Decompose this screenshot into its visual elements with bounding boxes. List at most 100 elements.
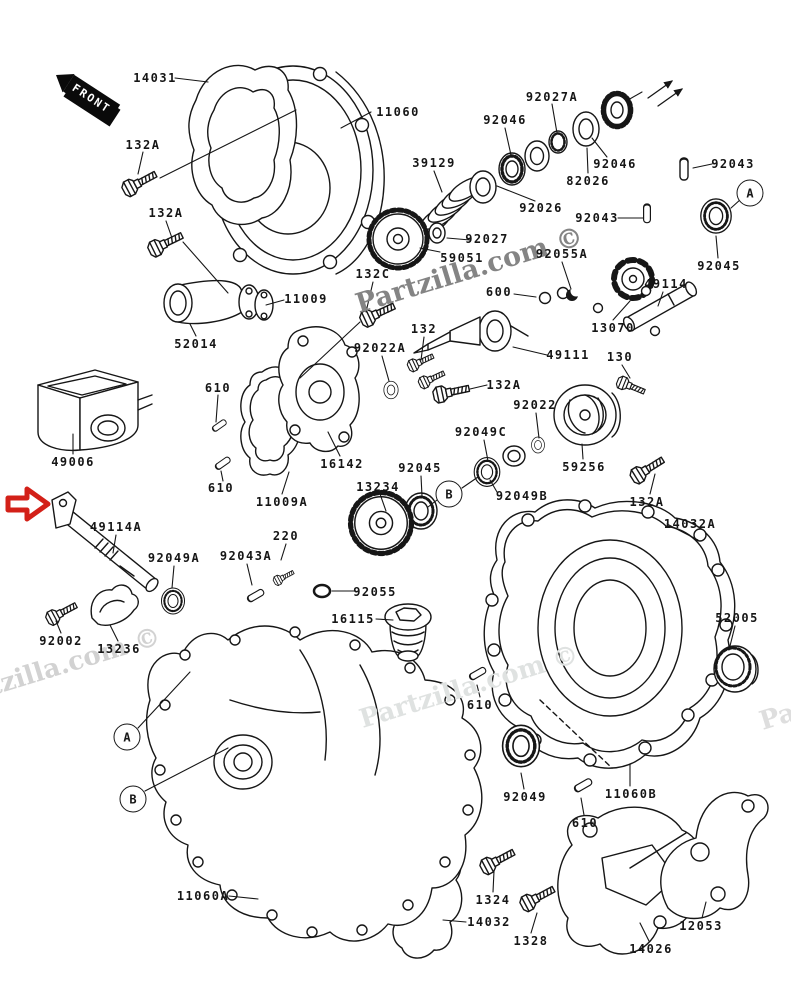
part-label[interactable]: 92022 xyxy=(513,398,557,412)
part-label[interactable]: 132A xyxy=(486,378,522,392)
part-label[interactable]: 132 xyxy=(410,322,438,336)
filler-cap-16115-shape xyxy=(384,603,432,662)
part-label[interactable]: 13236 xyxy=(97,642,141,656)
gasket-14031-shape xyxy=(188,64,298,226)
leader-lines xyxy=(55,77,742,942)
shaft-49111-shape xyxy=(413,310,529,354)
part-label[interactable]: 610 xyxy=(571,816,599,830)
part-label[interactable]: 11060A xyxy=(176,889,230,903)
bracket-14026-shape xyxy=(557,806,702,955)
part-label[interactable]: 59256 xyxy=(562,460,606,474)
part-label[interactable]: 92026 xyxy=(519,201,563,215)
part-label[interactable]: 11060 xyxy=(376,105,420,119)
pin-92043a-shape xyxy=(245,587,266,604)
part-label[interactable]: 39129 xyxy=(412,156,456,170)
part-label[interactable]: 11009A xyxy=(255,495,309,509)
washer-stack-shapes xyxy=(469,90,634,204)
dowel-610-shape xyxy=(210,418,228,433)
seal-92049-shape xyxy=(500,723,542,769)
part-label[interactable]: 92043 xyxy=(575,211,619,225)
part-label[interactable]: 49114 xyxy=(644,277,688,291)
part-label[interactable]: 92046 xyxy=(483,113,527,127)
washer-92022-shape xyxy=(531,436,545,454)
part-label[interactable]: 59051 xyxy=(440,251,484,265)
part-label[interactable]: 92049C xyxy=(454,425,508,439)
part-label[interactable]: 92049A xyxy=(147,551,201,565)
lever-13236-shape xyxy=(90,584,139,626)
callout-circle-b: B xyxy=(119,785,147,813)
bracket-12053-shape xyxy=(629,791,769,920)
callout-circle-b: B xyxy=(435,480,463,508)
part-label[interactable]: 92043 xyxy=(711,157,755,171)
part-label[interactable]: 16142 xyxy=(320,457,364,471)
part-label[interactable]: 12053 xyxy=(679,919,723,933)
pin-92043-shape xyxy=(679,157,689,181)
part-label[interactable]: 220 xyxy=(272,529,300,543)
bearing-92049c-shape xyxy=(473,456,501,488)
part-label[interactable]: 14026 xyxy=(629,942,673,956)
part-label[interactable]: 610 xyxy=(204,381,232,395)
part-label[interactable]: 92027 xyxy=(465,232,509,246)
highlight-arrow xyxy=(5,486,51,522)
part-label[interactable]: 92049 xyxy=(503,790,547,804)
part-label[interactable]: 92045 xyxy=(398,461,442,475)
bolt-130-shape xyxy=(614,374,648,399)
part-label[interactable]: 11009 xyxy=(284,292,328,306)
part-label[interactable]: 13070 xyxy=(591,321,635,335)
part-label[interactable]: 14031 xyxy=(133,71,177,85)
oring-92055a-shape xyxy=(566,285,582,301)
part-label[interactable]: 49006 xyxy=(51,455,95,469)
part-label[interactable]: 132C xyxy=(355,267,391,281)
oring-92055-shape xyxy=(312,583,332,599)
bolt-1328-shape xyxy=(517,881,558,914)
part-label[interactable]: 49111 xyxy=(546,348,590,362)
part-label[interactable]: 610 xyxy=(207,481,235,495)
part-label[interactable]: 92043A xyxy=(219,549,273,563)
dowel-610-shape xyxy=(213,455,232,471)
part-label[interactable]: 610 xyxy=(466,698,494,712)
dowel-610-shape xyxy=(572,777,594,794)
pump-cover-16142-shape xyxy=(278,326,360,453)
bolt-92002-shape xyxy=(43,598,80,628)
steel-balls-600-shape xyxy=(538,285,661,337)
part-label[interactable]: 132A xyxy=(148,206,184,220)
pipe-52014-shape xyxy=(163,279,274,325)
gear-13234-shape xyxy=(351,493,412,554)
part-label[interactable]: 14032A xyxy=(663,517,717,531)
part-label[interactable]: 600 xyxy=(485,285,513,299)
part-label[interactable]: 1324 xyxy=(475,893,511,907)
part-label[interactable]: 92055 xyxy=(353,585,397,599)
part-label[interactable]: 132A xyxy=(125,138,161,152)
part-label[interactable]: 92002 xyxy=(39,634,83,648)
bolt-132c-shape xyxy=(357,298,399,330)
part-label[interactable]: 52005 xyxy=(715,611,759,625)
bolt-132a-shape xyxy=(627,452,668,487)
part-label[interactable]: 92046 xyxy=(593,157,637,171)
part-label[interactable]: 16115 xyxy=(331,612,375,626)
bearing-92049b-shape xyxy=(502,445,526,467)
bolt-1324-shape xyxy=(477,844,518,877)
part-label[interactable]: 49114A xyxy=(89,520,143,534)
shaft-49114a-shape xyxy=(51,491,159,593)
part-label[interactable]: 52014 xyxy=(174,337,218,351)
pin-92043-shape xyxy=(643,203,651,224)
plug-52005-shape xyxy=(713,645,759,693)
part-label[interactable]: 92049B xyxy=(495,489,549,503)
reservoir-49006-shape xyxy=(37,369,153,452)
seal-92049a-shape xyxy=(160,586,186,616)
part-label[interactable]: 92055A xyxy=(535,247,589,261)
part-label[interactable]: 92027A xyxy=(525,90,579,104)
shaft-49114-shape xyxy=(622,281,698,332)
part-label[interactable]: 92045 xyxy=(697,259,741,273)
part-label[interactable]: 11060B xyxy=(604,787,658,801)
part-label[interactable]: 14032 xyxy=(467,915,511,929)
part-label[interactable]: 132A xyxy=(629,495,665,509)
part-label[interactable]: 13234 xyxy=(356,480,400,494)
part-label[interactable]: 92022A xyxy=(353,341,407,355)
bolt-132a-shape xyxy=(145,227,187,260)
part-label[interactable]: 130 xyxy=(606,350,634,364)
part-label[interactable]: 1328 xyxy=(513,934,549,948)
part-label[interactable]: 82026 xyxy=(566,174,610,188)
